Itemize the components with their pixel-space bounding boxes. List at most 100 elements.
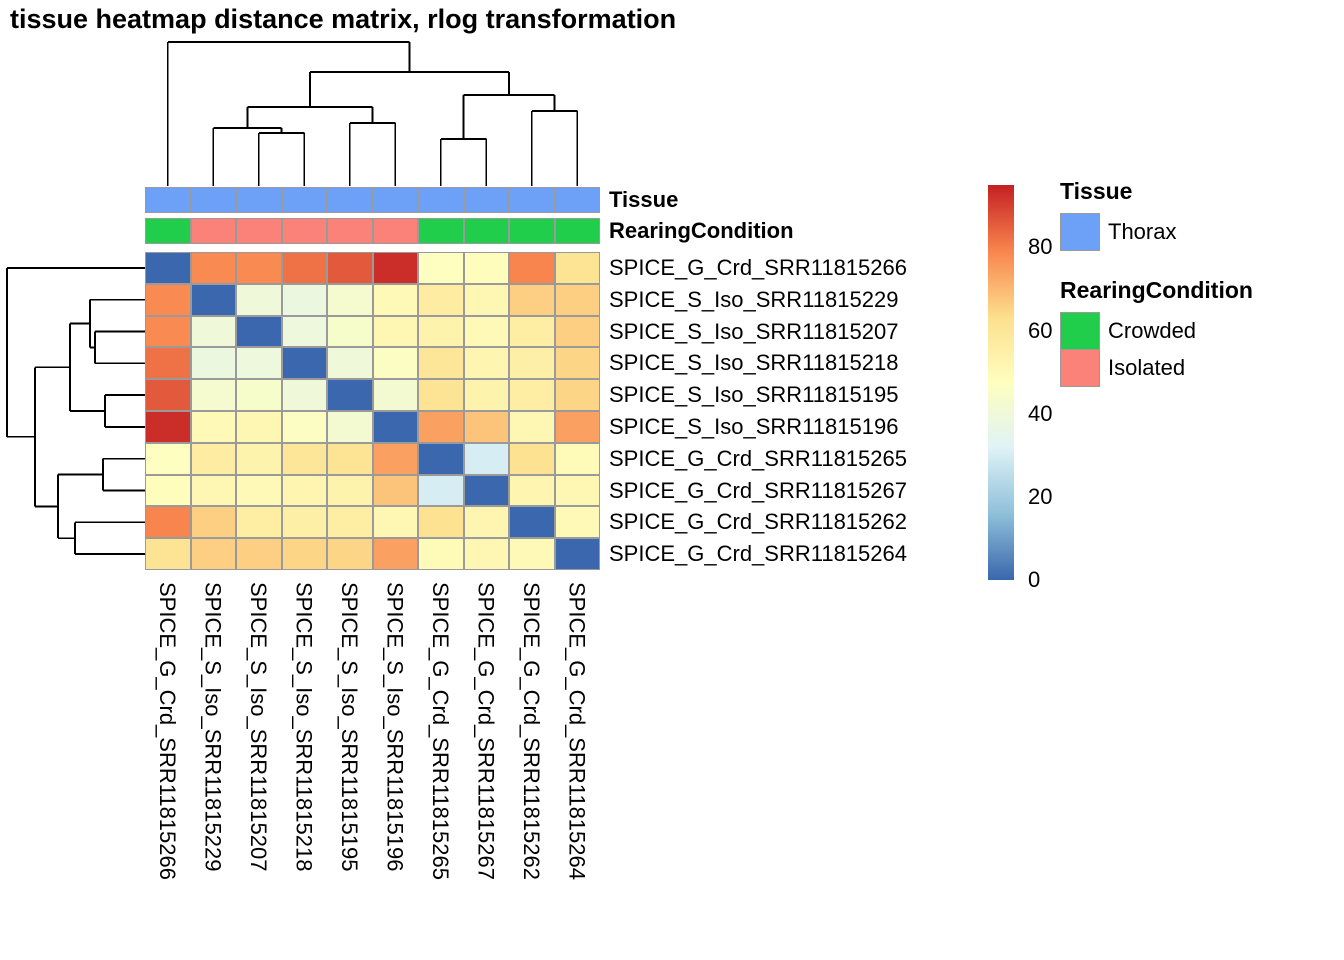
heatmap-cell	[327, 379, 373, 411]
heatmap-cell	[236, 506, 282, 539]
heatmap-cell	[554, 410, 600, 443]
heatmap-cell	[372, 442, 418, 475]
heatmap-cell	[372, 283, 418, 316]
heatmap-cell	[463, 410, 509, 443]
colorbar-tick-label: 0	[1028, 567, 1041, 592]
column-label: SPICE_S_Iso_SRR11815218	[291, 582, 317, 872]
heatmap-cell	[509, 442, 555, 475]
heatmap-cell	[281, 379, 327, 411]
heatmap-cell	[418, 252, 464, 284]
row-label: SPICE_G_Crd_SRR11815264	[609, 541, 907, 567]
heatmap-cell	[145, 442, 191, 475]
heatmap-cell	[509, 315, 555, 348]
heatmap-cell	[327, 252, 373, 284]
heatmap-cell	[418, 283, 464, 316]
column-label: SPICE_G_Crd_SRR11815265	[427, 582, 453, 880]
heatmap-cell	[554, 474, 600, 507]
heatmap-cell	[418, 474, 464, 507]
heatmap-cell	[463, 315, 509, 348]
legend-item-thorax: Thorax	[1060, 213, 1330, 251]
annotation-cell-thorax	[281, 187, 327, 213]
colorbar-gradient	[988, 185, 1014, 580]
heatmap-cell	[554, 315, 600, 348]
heatmap-cell	[554, 538, 600, 570]
heatmap-cell	[281, 538, 327, 570]
heatmap-cell	[145, 538, 191, 570]
column-label: SPICE_G_Crd_SRR11815267	[473, 582, 499, 880]
thorax-color-swatch	[1060, 213, 1100, 251]
row-label: SPICE_S_Iso_SRR11815195	[609, 382, 899, 408]
annotation-cell-crowded	[418, 218, 464, 244]
heatmap-cell	[190, 410, 236, 443]
annotation-cell-thorax	[190, 187, 236, 213]
heatmap-cell	[509, 410, 555, 443]
rearing-condition-annotation-label: RearingCondition	[609, 218, 794, 243]
row-label: SPICE_S_Iso_SRR11815229	[609, 286, 899, 312]
annotation-cell-isolated	[281, 218, 327, 244]
heatmap-cell	[236, 410, 282, 443]
legend-group-tissue: Tissue Thorax	[1060, 178, 1330, 251]
rearing-condition-annotation-bar	[145, 218, 600, 244]
row-label: SPICE_S_Iso_SRR11815218	[609, 350, 899, 376]
heatmap-cell	[327, 410, 373, 443]
heatmap-cell	[418, 315, 464, 348]
heatmap-cell	[145, 252, 191, 284]
heatmap-cell	[509, 474, 555, 507]
heatmap-cell	[327, 442, 373, 475]
annotation-cell-thorax	[327, 187, 373, 213]
heatmap-cell	[236, 474, 282, 507]
heatmap-cell	[372, 410, 418, 443]
heatmap-cell	[418, 379, 464, 411]
tissue-annotation-label: Tissue	[609, 187, 679, 212]
heatmap-cell	[554, 506, 600, 539]
annotation-cell-thorax	[509, 187, 555, 213]
colorbar-tick-label: 20	[1028, 483, 1053, 509]
annotation-cell-thorax	[145, 187, 191, 213]
heatmap-cell	[554, 442, 600, 475]
heatmap-cell	[281, 347, 327, 380]
heatmap-cell	[463, 506, 509, 539]
heatmap-cell	[236, 315, 282, 348]
heatmap-cell	[236, 538, 282, 570]
heatmap-cell	[190, 474, 236, 507]
heatmap-cell	[190, 538, 236, 570]
heatmap-cell	[463, 379, 509, 411]
heatmap-cell	[418, 347, 464, 380]
heatmap-cell	[327, 506, 373, 539]
heatmap-cell	[327, 347, 373, 380]
heatmap-cell	[190, 506, 236, 539]
heatmap-cell	[418, 506, 464, 539]
annotation-cell-crowded	[554, 218, 600, 244]
legend-item-label-crowded: Crowded	[1108, 318, 1197, 343]
heatmap-cell	[463, 474, 509, 507]
heatmap-cell	[281, 474, 327, 507]
heatmap-cell	[372, 538, 418, 570]
heatmap-cell	[190, 347, 236, 380]
heatmap-cell	[554, 283, 600, 316]
column-dendrogram	[166, 41, 579, 186]
heatmap-cell	[190, 442, 236, 475]
heatmap-cell	[418, 538, 464, 570]
heatmap-cell	[190, 379, 236, 411]
heatmap-cell	[372, 474, 418, 507]
heatmap-cell	[281, 410, 327, 443]
heatmap-cell	[190, 283, 236, 316]
legend-title-rearing-condition: RearingCondition	[1060, 277, 1253, 303]
colorbar-tick-label: 80	[1028, 234, 1053, 260]
column-label: SPICE_S_Iso_SRR11815229	[200, 582, 226, 872]
heatmap-cell	[281, 506, 327, 539]
crowded-color-swatch	[1060, 312, 1100, 350]
legend-title-tissue: Tissue	[1060, 178, 1133, 204]
annotation-cell-crowded	[463, 218, 509, 244]
annotation-cell-crowded	[509, 218, 555, 244]
tissue-annotation-bar	[145, 187, 600, 213]
heatmap-cell	[509, 347, 555, 380]
heatmap-cell	[145, 379, 191, 411]
heatmap-cell	[372, 315, 418, 348]
column-label: SPICE_S_Iso_SRR11815196	[382, 582, 408, 872]
legend-item-crowded: Crowded	[1060, 312, 1330, 350]
heatmap-cell	[236, 379, 282, 411]
annotation-cell-isolated	[372, 218, 418, 244]
